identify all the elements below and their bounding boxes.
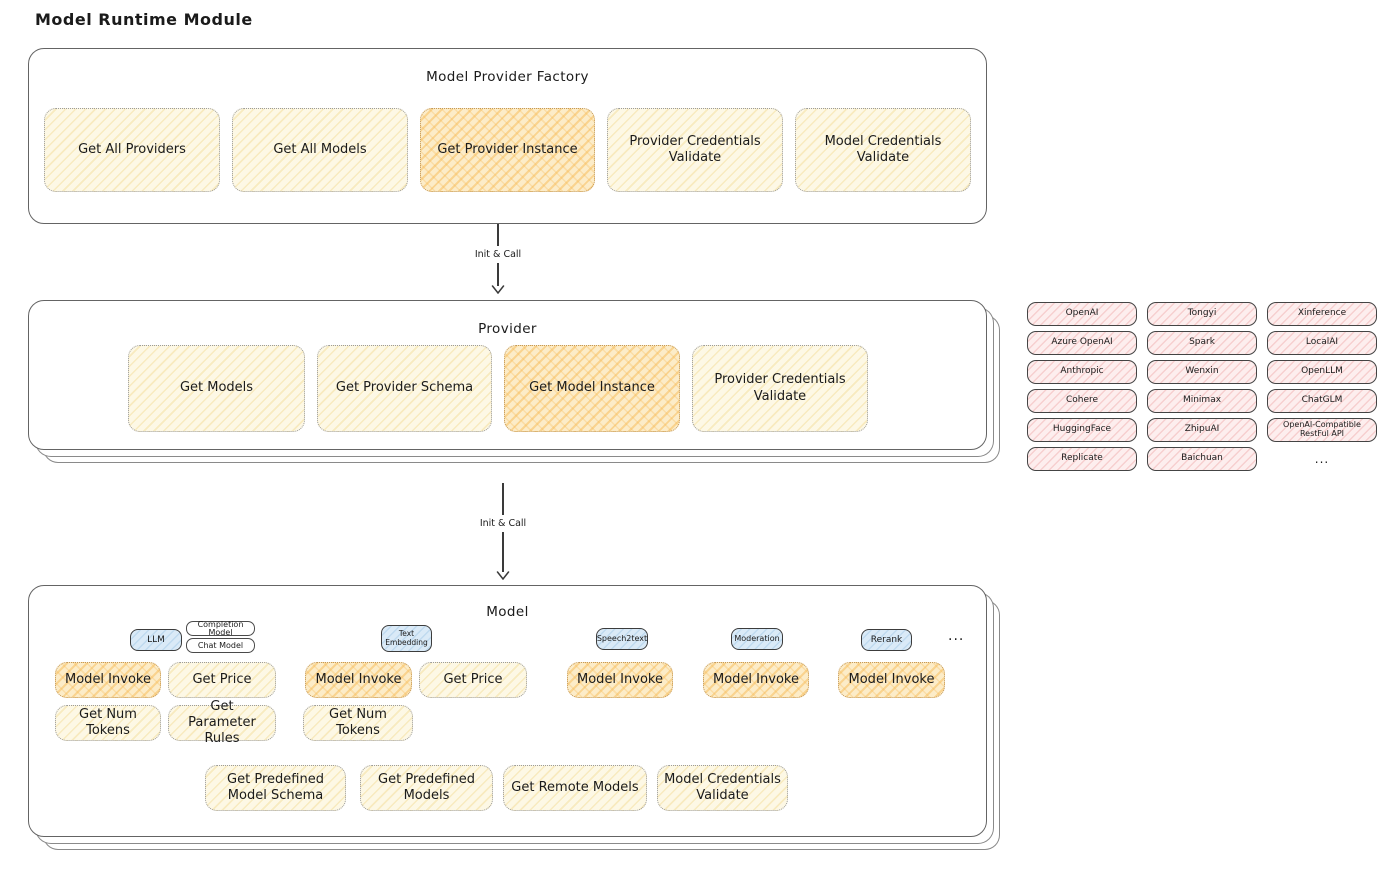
tag-moderation: Moderation [731, 628, 783, 650]
tag-speech2text: Speech2text [596, 628, 648, 650]
page-title: Model Runtime Module [35, 10, 253, 29]
arrow-line [497, 263, 499, 286]
provider-get-provider-schema: Get Provider Schema [317, 345, 492, 432]
model-credentials-validate: Model Credentials Validate [657, 765, 788, 811]
tag-chat-model: Chat Model [186, 638, 255, 653]
provider-credentials-validate: Provider Credentials Validate [692, 345, 868, 432]
provider-chip-openai: OpenAI [1027, 302, 1137, 326]
text-embedding-model-invoke: Model Invoke [305, 662, 412, 698]
model-title: Model [486, 604, 529, 620]
provider-chip-huggingface: HuggingFace [1027, 418, 1137, 442]
provider-registry-more: ... [1314, 452, 1330, 466]
provider-chip-anthropic: Anthropic [1027, 360, 1137, 384]
provider-chip-tongyi: Tongyi [1147, 302, 1257, 326]
get-predefined-model-schema: Get Predefined Model Schema [205, 765, 346, 811]
provider-registry-grid: OpenAI Tongyi Xinference Azure OpenAI Sp… [1027, 302, 1377, 471]
llm-model-invoke: Model Invoke [55, 662, 161, 698]
tag-llm: LLM [130, 629, 182, 651]
text-embedding-get-num-tokens: Get Num Tokens [303, 705, 413, 741]
provider-chip-spark: Spark [1147, 331, 1257, 355]
speech2text-model-invoke: Model Invoke [567, 662, 673, 698]
provider-chip-cohere: Cohere [1027, 389, 1137, 413]
factory-get-all-models: Get All Models [232, 108, 408, 192]
factory-title: Model Provider Factory [426, 69, 589, 85]
tag-rerank: Rerank [861, 629, 912, 651]
tag-text-embedding: Text Embedding [381, 625, 432, 652]
arrow-down-icon [491, 285, 505, 294]
arrow-label: Init & Call [474, 249, 522, 260]
provider-chip-azure-openai: Azure OpenAI [1027, 331, 1137, 355]
provider-get-models: Get Models [128, 345, 305, 432]
arrow-line [502, 483, 504, 515]
provider-get-model-instance: Get Model Instance [504, 345, 680, 432]
provider-chip-openllm: OpenLLM [1267, 360, 1377, 384]
arrow-line [497, 224, 499, 246]
provider-chip-zhipuai: ZhipuAI [1147, 418, 1257, 442]
provider-chip-replicate: Replicate [1027, 447, 1137, 471]
llm-get-parameter-rules: Get Parameter Rules [168, 699, 276, 746]
provider-chip-minimax: Minimax [1147, 389, 1257, 413]
arrow-label: Init & Call [479, 518, 527, 529]
provider-chip-xinference: Xinference [1267, 302, 1377, 326]
text-embedding-get-price: Get Price [419, 662, 527, 698]
provider-chip-openai-compatible: OpenAI-Compatible RestFul API [1267, 418, 1377, 442]
provider-chip-localai: LocalAI [1267, 331, 1377, 355]
arrow-down-icon [496, 571, 510, 580]
get-predefined-models: Get Predefined Models [360, 765, 493, 811]
provider-chip-wenxin: Wenxin [1147, 360, 1257, 384]
factory-get-provider-instance: Get Provider Instance [420, 108, 595, 192]
provider-chip-chatglm: ChatGLM [1267, 389, 1377, 413]
factory-provider-credentials-validate: Provider Credentials Validate [607, 108, 783, 192]
factory-model-credentials-validate: Model Credentials Validate [795, 108, 971, 192]
arrow-factory-to-provider: Init & Call [468, 224, 528, 294]
get-remote-models: Get Remote Models [503, 765, 647, 811]
model-tags-more: ... [948, 628, 965, 644]
arrow-line [502, 532, 504, 572]
moderation-model-invoke: Model Invoke [703, 662, 809, 698]
arrow-provider-to-model: Init & Call [473, 483, 533, 580]
llm-get-num-tokens: Get Num Tokens [55, 705, 161, 741]
rerank-model-invoke: Model Invoke [838, 662, 945, 698]
provider-title: Provider [478, 321, 537, 337]
llm-get-price: Get Price [168, 662, 276, 698]
factory-get-all-providers: Get All Providers [44, 108, 220, 192]
provider-chip-baichuan: Baichuan [1147, 447, 1257, 471]
tag-completion-model: Completion Model [186, 620, 255, 636]
